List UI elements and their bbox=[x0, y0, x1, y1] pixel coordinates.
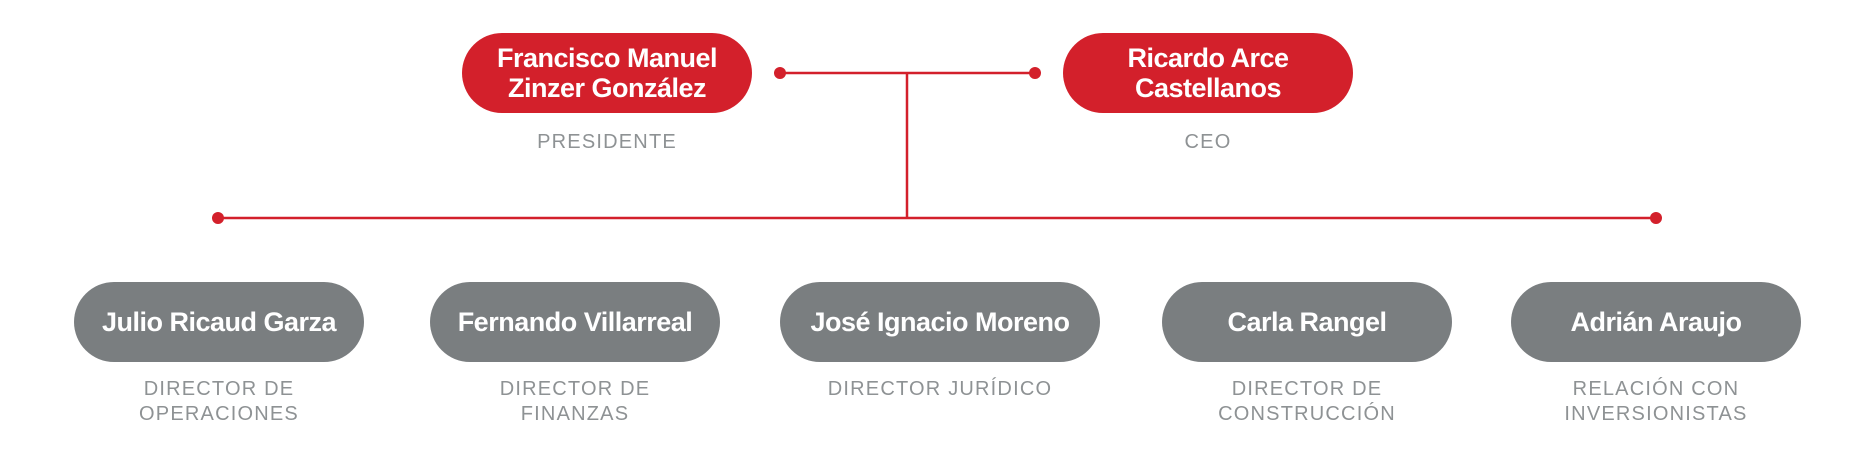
director-juridico-role: DIRECTOR JURÍDICO bbox=[827, 378, 1053, 400]
director-construccion-name: Carla Rangel bbox=[1227, 307, 1387, 337]
president-name-pill: Francisco Manuel Zinzer González bbox=[462, 33, 752, 113]
inversionistas-name: Adrián Araujo bbox=[1570, 307, 1742, 337]
director-operaciones-pill: Julio Ricaud Garza bbox=[74, 282, 364, 362]
connector-dot-left-end bbox=[212, 212, 224, 224]
director-finanzas-pill: Fernando Villarreal bbox=[430, 282, 720, 362]
director-construccion-role: DIRECTOR DE CONSTRUCCIÓN bbox=[1218, 378, 1396, 425]
director-construccion-pill: Carla Rangel bbox=[1162, 282, 1452, 362]
connector-dot-ceo bbox=[1029, 67, 1041, 79]
inversionistas-role: RELACIÓN CON INVERSIONISTAS bbox=[1564, 378, 1748, 425]
inversionistas-pill: Adrián Araujo bbox=[1511, 282, 1801, 362]
director-operaciones-role: DIRECTOR DE OPERACIONES bbox=[139, 378, 299, 425]
director-juridico-pill: José Ignacio Moreno bbox=[780, 282, 1100, 362]
director-operaciones-name: Julio Ricaud Garza bbox=[101, 307, 337, 337]
connector-dot-right-end bbox=[1650, 212, 1662, 224]
ceo-name: Ricardo Arce Castellanos bbox=[1127, 43, 1289, 103]
president-role: PRESIDENTE bbox=[537, 131, 677, 153]
ceo-role: CEO bbox=[1184, 131, 1232, 153]
director-juridico-name: José Ignacio Moreno bbox=[810, 307, 1070, 337]
connector-dot-president bbox=[774, 67, 786, 79]
president-name: Francisco Manuel Zinzer González bbox=[496, 43, 718, 103]
director-finanzas-name: Fernando Villarreal bbox=[457, 307, 693, 337]
director-finanzas-role: DIRECTOR DE FINANZAS bbox=[499, 378, 651, 425]
ceo-name-pill: Ricardo Arce Castellanos bbox=[1063, 33, 1353, 113]
